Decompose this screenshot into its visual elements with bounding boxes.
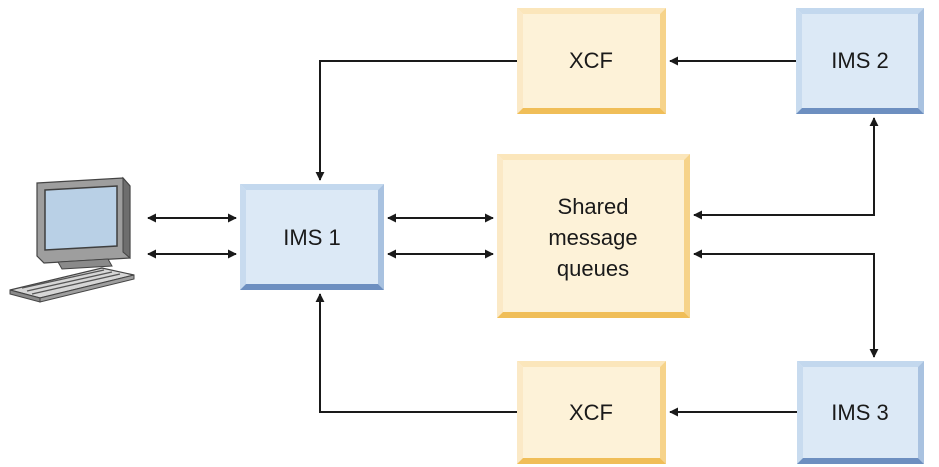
ims2-label: IMS 2 — [831, 48, 888, 73]
xcf-top-to-ims1-arrow — [315, 60, 517, 181]
ims3-label: IMS 3 — [831, 400, 888, 425]
xcf-bottom-to-ims1-arrow — [315, 293, 517, 413]
ims2-box: IMS 2 — [796, 8, 924, 114]
svg-text:Shared: Shared — [558, 194, 629, 219]
queues-label-line-2: message — [548, 225, 637, 250]
ims1-label: IMS 1 — [283, 225, 340, 250]
xcf-bottom-box: XCF — [517, 361, 666, 464]
shared-message-queues-box: Shared message queues — [497, 154, 690, 318]
queues-label-line-1: Shared — [558, 194, 629, 219]
ims3-queues-arrow — [693, 249, 879, 358]
xcf-top-box: XCF — [517, 8, 666, 114]
svg-text:message: message — [548, 225, 637, 250]
ims1-box: IMS 1 — [240, 184, 384, 290]
computer-terminal-icon — [9, 176, 135, 303]
queues-label-line-3: queues — [557, 256, 629, 281]
ims2-queues-arrow — [693, 117, 879, 220]
ims3-box: IMS 3 — [797, 361, 924, 464]
svg-text:queues: queues — [557, 256, 629, 281]
xcf-top-label: XCF — [569, 48, 613, 73]
xcf-bottom-label: XCF — [569, 400, 613, 425]
